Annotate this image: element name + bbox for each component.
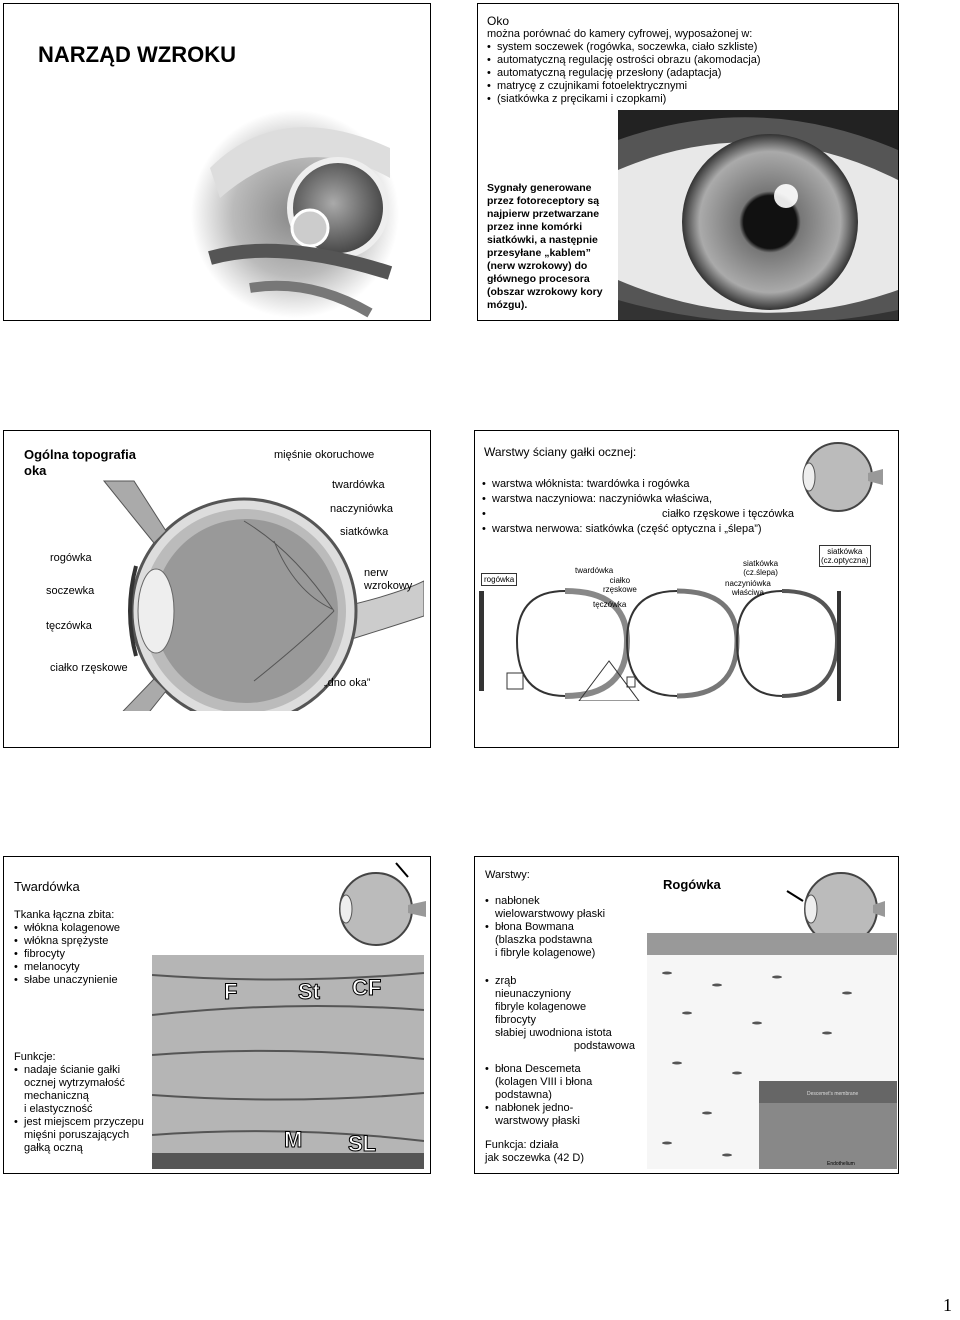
slide-title: Rogówka — [663, 877, 721, 892]
intro-line-1: Oko — [487, 14, 510, 28]
list-item-cont: ciałko rzęskowe i tęczówka — [482, 507, 862, 522]
intro-line-2: można porównać do kamery cyfrowej, wypos… — [487, 28, 753, 40]
eye-cross-section-photo — [191, 110, 399, 318]
label-soczewka: soczewka — [46, 585, 95, 597]
slide-twardowka: Twardówka Tkanka łączna zbita: włókna ko… — [3, 856, 431, 1174]
list-item: warstwa włóknista: twardówka i rogówka — [482, 477, 862, 492]
list-item: automatyczną regulację przesłony (adapta… — [487, 67, 887, 80]
list-item: warstwa naczyniowa: naczyniówka właściwa… — [482, 492, 862, 507]
list-item: włókna sprężyste — [14, 935, 154, 948]
list-item: włókna kolagenowe — [14, 922, 154, 935]
eye-closeup-photo — [618, 110, 898, 320]
list-item: melanocyty — [14, 961, 154, 974]
list-item: warstwa nerwowa: siatkówka (część optycz… — [482, 522, 862, 537]
slide-title: NARZĄD WZROKU — [38, 42, 236, 67]
functions-heading: Funkcje: — [14, 1051, 56, 1063]
label-siatkowka: siatkówka — [340, 526, 389, 538]
label-twardowka: twardówka — [332, 479, 385, 491]
label-twardowka: twardówka — [575, 566, 614, 575]
list-item: matrycę z czujnikami fotoelektrycznymi — [487, 80, 887, 93]
list-item: nabłonek jedno-warstwowy płaski — [485, 1102, 635, 1128]
list-item: system soczewek (rogówka, soczewka, ciał… — [487, 41, 887, 54]
layers-diagram — [479, 588, 841, 701]
label-siatkowka-optyczna: siatkówka(cz.optyczna) — [819, 545, 871, 567]
label-miesnie: mięśnie okoruchowe — [274, 449, 375, 461]
list-item-cont: (siatkówka z pręcikami i czopkami) — [487, 93, 887, 106]
label-dno-oka: „dno oka” — [324, 677, 371, 689]
micro-label-f: F — [224, 979, 237, 1004]
inset-label-endothelium: Endothelium — [827, 1161, 855, 1167]
sclera-micrograph: F St CF M SL — [152, 955, 424, 1169]
slide-warstwy-sciany: Warstwy ściany gałki ocznej: warstwa włó… — [474, 430, 899, 748]
micro-label-m: M — [284, 1127, 302, 1152]
list-item: słabe unaczynienie — [14, 974, 154, 987]
slide-title: Twardówka — [14, 879, 80, 894]
layers-heading: Warstwy: — [485, 869, 530, 881]
eye-anatomy-diagram — [102, 480, 424, 711]
label-cialko-rzeskowe: ciałko rzęskowe — [50, 662, 128, 674]
micro-label-cf: CF — [352, 975, 381, 1000]
camera-features-list: system soczewek (rogówka, soczewka, ciał… — [487, 41, 887, 106]
slide-rogowka: Warstwy: Rogówka nabłonekwielowarstwowy … — [474, 856, 899, 1174]
micro-label-st: St — [298, 979, 321, 1004]
label-rogowka: rogówka — [50, 552, 92, 564]
label-teczowka: tęczówka — [46, 620, 92, 632]
layers-group-3: błona Descemeta(kolagen VIII i błonapods… — [485, 1063, 635, 1128]
slide-oko-kamera: Oko można porównać do kamery cyfrowej, w… — [477, 3, 899, 321]
label-rogowka: rogówka — [481, 573, 518, 586]
cornea-micrograph: Descemet's membrane Endothelium — [647, 933, 897, 1169]
label-naczyniowka: naczyniówka — [330, 503, 393, 515]
list-item: automatyczną regulację ostrości obrazu (… — [487, 54, 887, 67]
page-number: 1 — [943, 1295, 952, 1315]
micro-label-sl: SL — [348, 1131, 376, 1156]
eye-thumbnail-icon — [339, 862, 426, 946]
label-siatkowka-slepa: siatkówka(cz.ślepa) — [743, 559, 779, 577]
inset-label-descemet: Descemet's membrane — [807, 1091, 858, 1097]
slide-title: Warstwy ściany gałki ocznej: — [484, 445, 637, 459]
slide-narzad-wzroku: NARZĄD WZROKU — [3, 3, 431, 321]
tissue-list: włókna kolagenowe włókna sprężyste fibro… — [14, 922, 154, 987]
tissue-heading: Tkanka łączna zbita: — [14, 909, 115, 921]
list-item: błona Descemeta(kolagen VIII i błonapods… — [485, 1063, 635, 1102]
label-teczowka: tęczówka — [593, 600, 627, 609]
wall-layers-list: warstwa włóknista: twardówka i rogówka w… — [482, 477, 862, 537]
list-item: fibrocyty — [14, 948, 154, 961]
